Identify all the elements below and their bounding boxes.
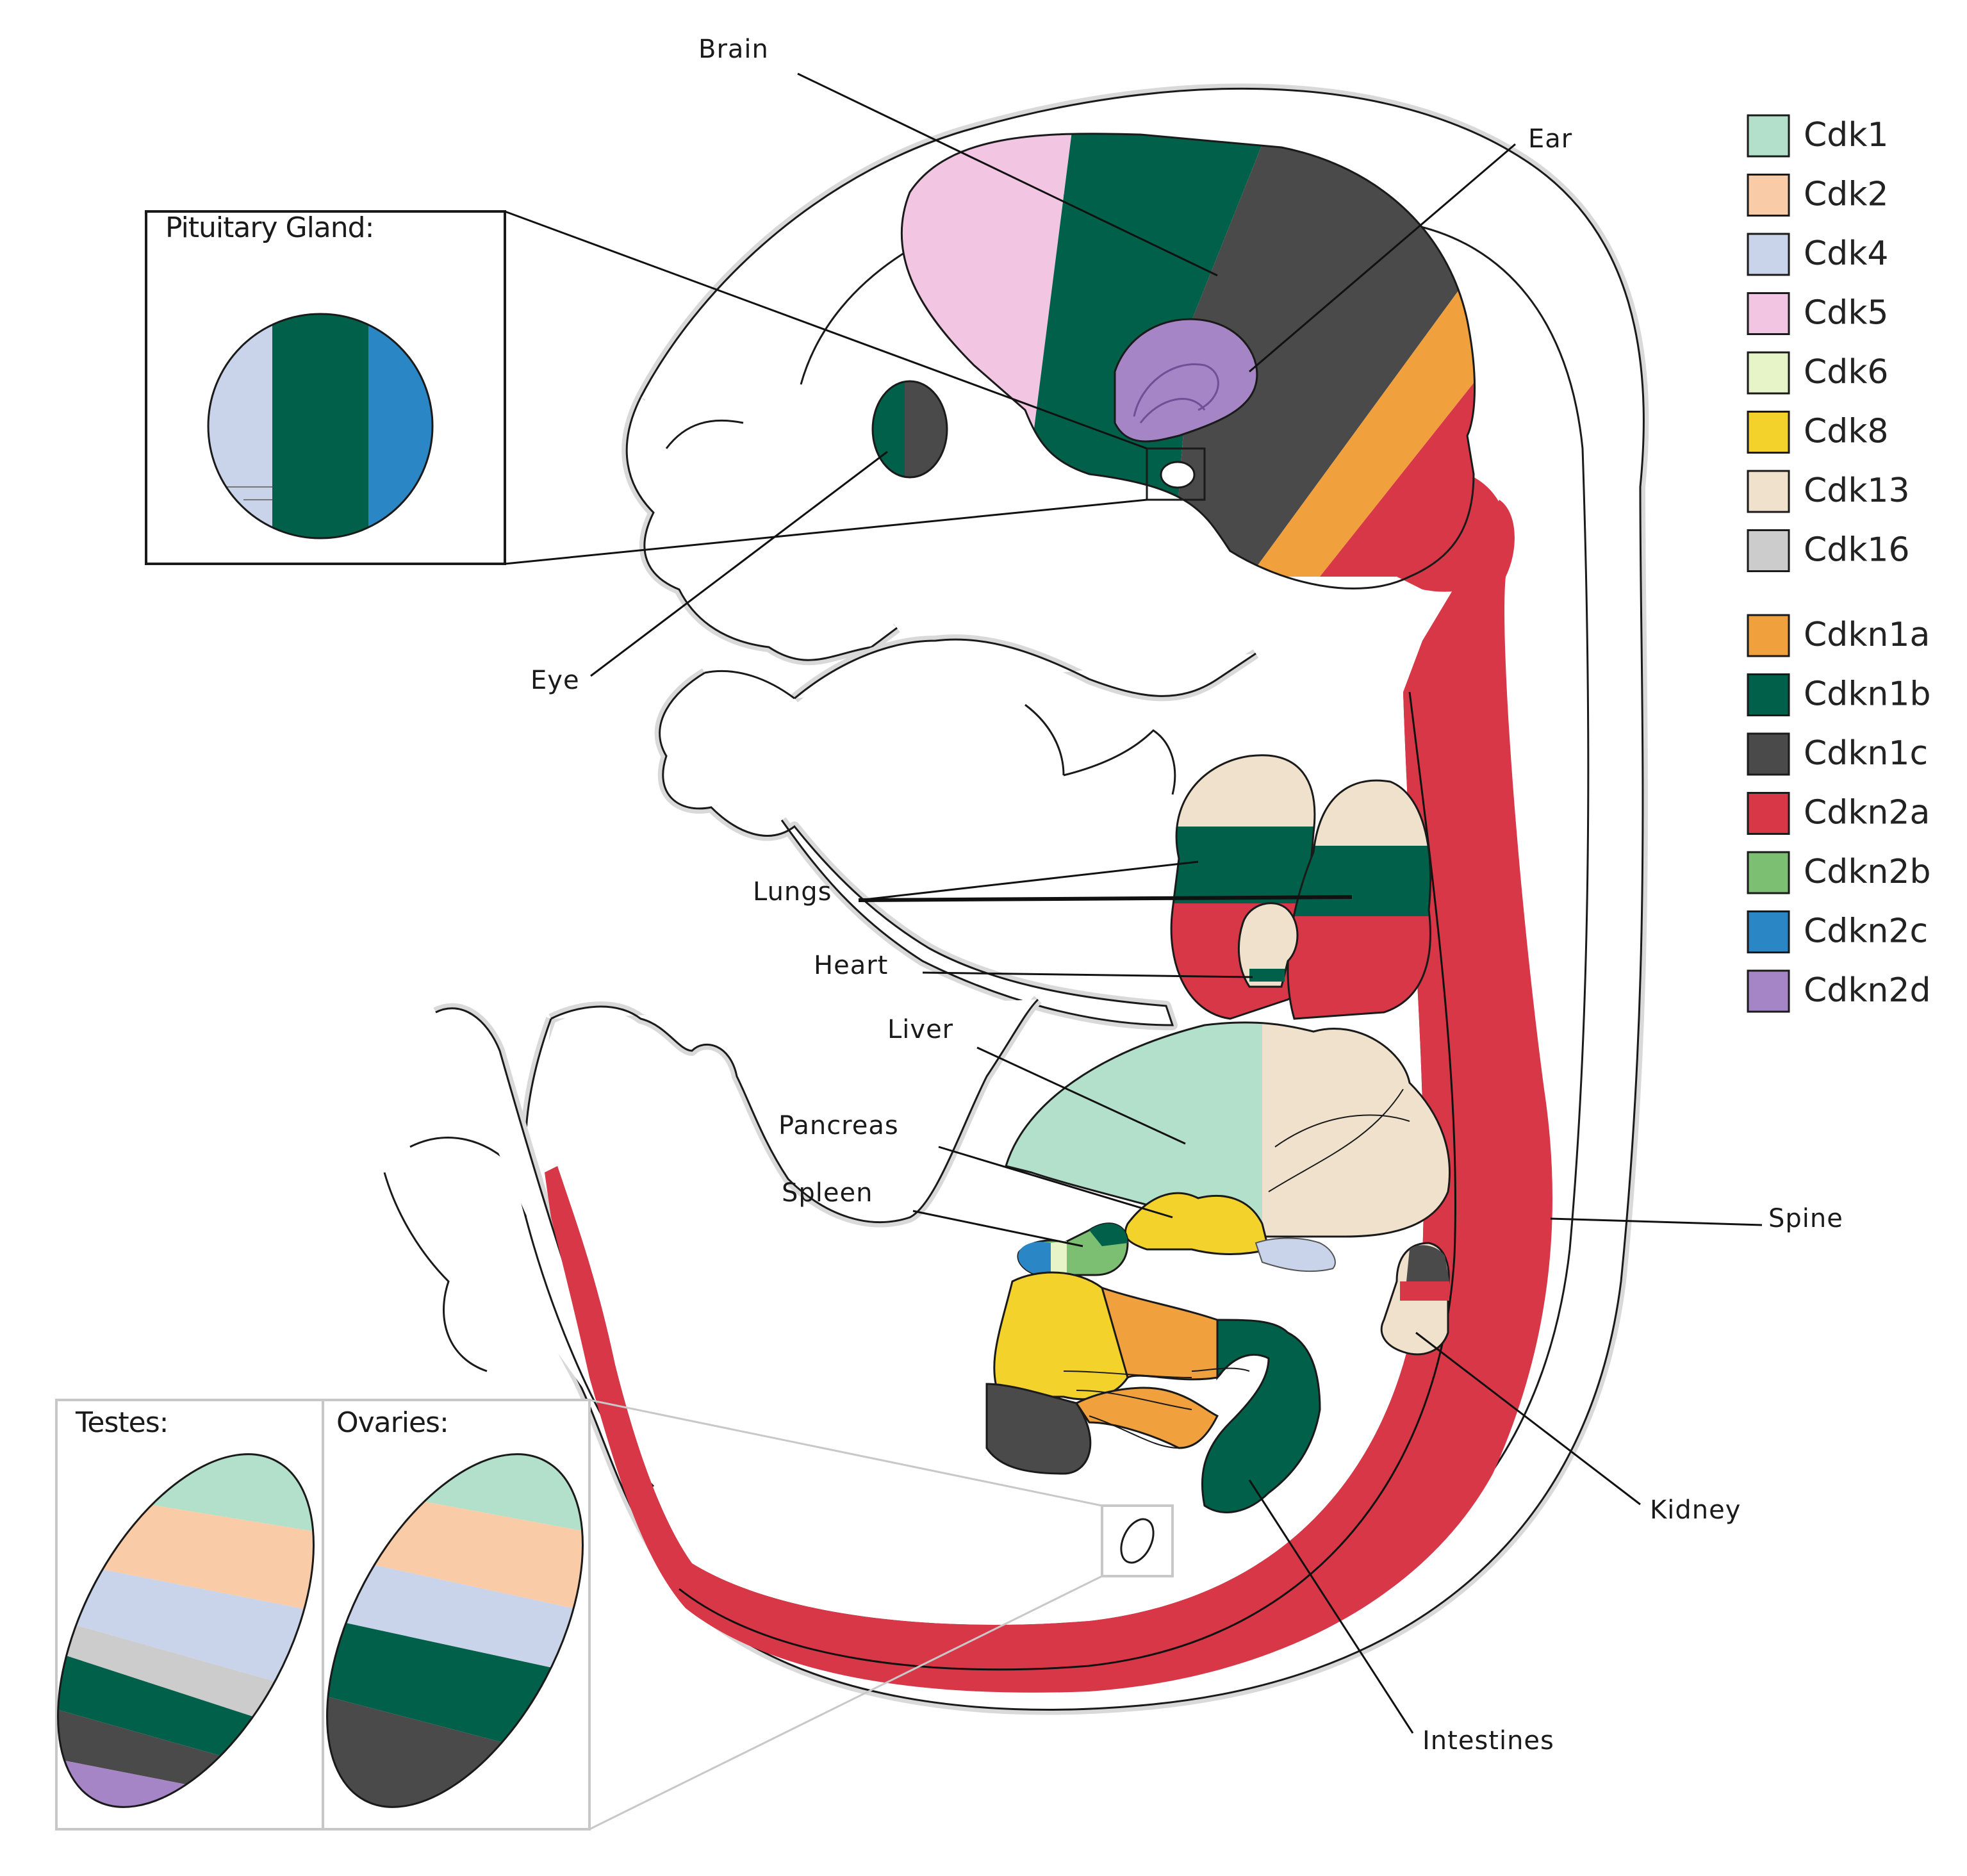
legend-item-cdk4: Cdk4 [1747,233,1889,276]
legend-label-cdk1: Cdk1 [1804,116,1889,154]
legend-item-cdk6: Cdk6 [1747,351,1889,395]
legend-label-cdk8: Cdk8 [1804,413,1889,451]
legend-swatch-cdk4 [1747,233,1790,276]
legend-item-cdk13: Cdk13 [1747,470,1910,513]
legend-label-cdk4: Cdk4 [1804,234,1889,273]
pituitary-locator-box [1146,447,1206,501]
heart [1238,902,1299,988]
legend-swatch-cdk2 [1747,174,1790,217]
legend-item-cdkn1c: Cdkn1c [1747,732,1928,776]
label-brain: Brain [698,35,769,64]
legend-swatch-cdk8 [1747,411,1790,454]
label-spine: Spine [1768,1204,1843,1233]
legend-swatch-cdkn2c [1747,910,1790,953]
legend-label-cdk2: Cdk2 [1804,176,1889,214]
legend-item-cdkn2c: Cdkn2c [1747,910,1928,953]
label-ear: Ear [1528,124,1572,154]
legend-swatch-cdkn2a [1747,792,1790,835]
label-pancreas: Pancreas [778,1111,899,1140]
legend-label-cdk13: Cdk13 [1804,472,1910,510]
legend-item-cdkn1a: Cdkn1a [1747,614,1930,657]
legend-swatch-cdkn2b [1747,851,1790,894]
legend-item-cdkn2a: Cdkn2a [1747,792,1930,835]
gonad-locator-box [1101,1504,1174,1577]
brain-ventricle [1114,318,1258,443]
intestines [985,1271,1321,1513]
legend-item-cdkn2b: Cdkn2b [1747,851,1930,894]
legend-swatch-cdkn1c [1747,732,1790,776]
legend-item-cdk8: Cdk8 [1747,411,1889,454]
label-eye: Eye [531,666,580,695]
legend-swatch-cdk13 [1747,470,1790,513]
ovaries-inset-title: Ovaries: [336,1406,449,1439]
legend-label-cdk6: Cdk6 [1804,353,1889,391]
legend-swatch-cdk16 [1747,529,1790,572]
legend-item-cdkn2d: Cdkn2d [1747,969,1930,1013]
legend-item-cdk16: Cdk16 [1747,529,1910,572]
legend-label-cdkn2b: Cdkn2b [1804,853,1930,891]
label-heart: Heart [814,951,888,980]
label-intestines: Intestines [1422,1726,1554,1756]
legend-label-cdkn1a: Cdkn1a [1804,616,1930,654]
legend: Cdk1Cdk2Cdk4Cdk5Cdk6Cdk8Cdk13Cdk16Cdkn1a… [1747,114,1930,1013]
legend-item-cdkn1b: Cdkn1b [1747,673,1930,716]
legend-item-cdk1: Cdk1 [1747,114,1889,158]
legend-item-cdk5: Cdk5 [1747,292,1889,335]
legend-label-cdkn1b: Cdkn1b [1804,675,1930,714]
label-kidney: Kidney [1650,1495,1741,1525]
pancreas [1124,1192,1270,1255]
legend-label-cdkn2a: Cdkn2a [1804,794,1930,832]
label-liver: Liver [887,1015,953,1044]
legend-label-cdk5: Cdk5 [1804,294,1889,333]
legend-swatch-cdk1 [1747,114,1790,158]
legend-swatch-cdkn1b [1747,673,1790,716]
legend-swatch-cdk5 [1747,292,1790,335]
testes-inset-title: Testes: [75,1406,168,1439]
legend-swatch-cdkn1a [1747,614,1790,657]
spine-cdkn2a [545,500,1553,1693]
legend-label-cdkn2d: Cdkn2d [1804,971,1930,1010]
legend-label-cdkn1c: Cdkn1c [1804,734,1928,773]
legend-swatch-cdk6 [1747,351,1790,395]
label-spleen: Spleen [782,1178,873,1208]
legend-label-cdk16: Cdk16 [1804,531,1910,570]
pituitary-inset-title: Pituitary Gland: [165,211,374,244]
legend-swatch-cdkn2d [1747,969,1790,1013]
legend-label-cdkn2c: Cdkn2c [1804,912,1928,951]
legend-item-cdk2: Cdk2 [1747,174,1889,217]
label-lungs: Lungs [753,877,832,907]
